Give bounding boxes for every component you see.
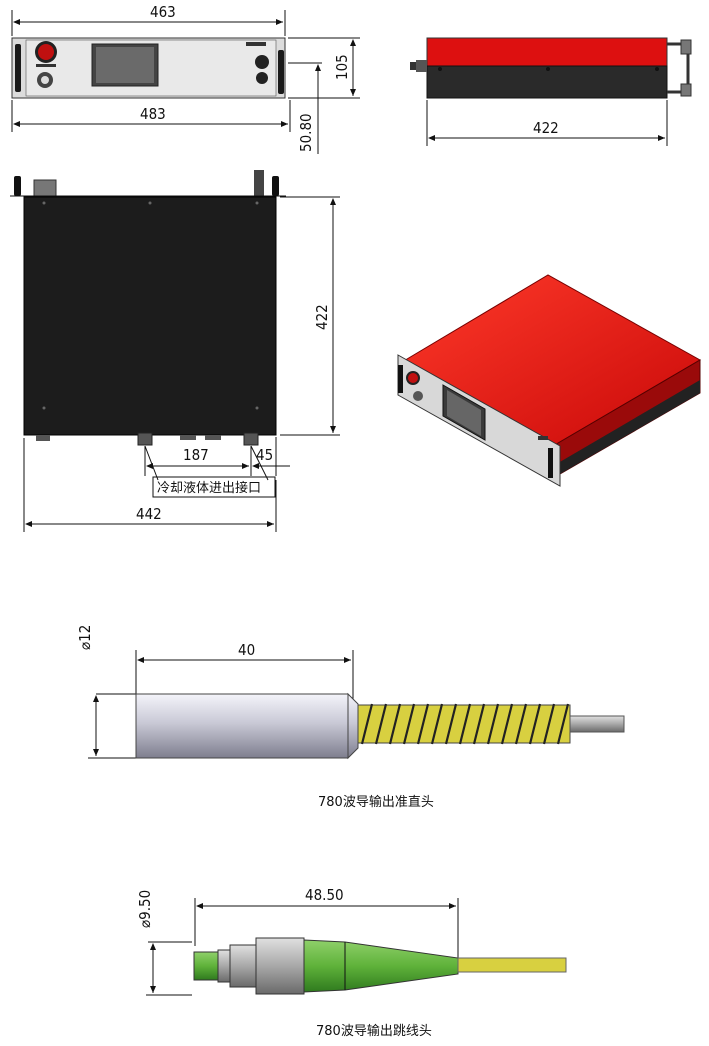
isometric-view	[397, 274, 702, 487]
port-offset-label: 45	[256, 446, 273, 464]
coolant-port-icon	[243, 432, 259, 446]
front-height-label: 105	[333, 54, 351, 80]
front-width-bottom-label: 483	[140, 105, 166, 123]
side-view: 422	[410, 37, 692, 146]
handle-left-icon	[15, 44, 21, 92]
patch-cord-drawing: ⌀9.50 48.50 780波导输出跳线头	[136, 886, 567, 1039]
front-offset-label: 50.80	[297, 113, 315, 152]
coolant-port-icon	[137, 432, 153, 446]
collimator-drawing: ⌀12 40 780波导输出准直头	[76, 625, 625, 810]
top-width-label: 442	[136, 505, 162, 523]
side-length-label: 422	[533, 119, 559, 137]
port-spacing-label: 187	[183, 446, 209, 464]
collimator-length-label: 40	[238, 641, 255, 659]
top-depth-label: 422	[313, 304, 331, 330]
handle-right-icon	[278, 50, 284, 94]
patch-diameter-label: ⌀9.50	[136, 890, 154, 928]
collimator-caption: 780波导输出准直头	[318, 794, 434, 810]
connector-icon	[255, 55, 269, 69]
coolant-port-label: 冷却液体进出接口	[157, 480, 261, 496]
patch-length-label: 48.50	[305, 886, 344, 904]
collimator-diameter-label: ⌀12	[76, 625, 94, 650]
front-view: 463 105 50.80 483	[11, 3, 360, 154]
top-view: 422 187 45 冷却液体进出接口 442	[10, 170, 340, 532]
front-width-top-label: 463	[150, 3, 176, 21]
patch-caption: 780波导输出跳线头	[316, 1023, 432, 1039]
